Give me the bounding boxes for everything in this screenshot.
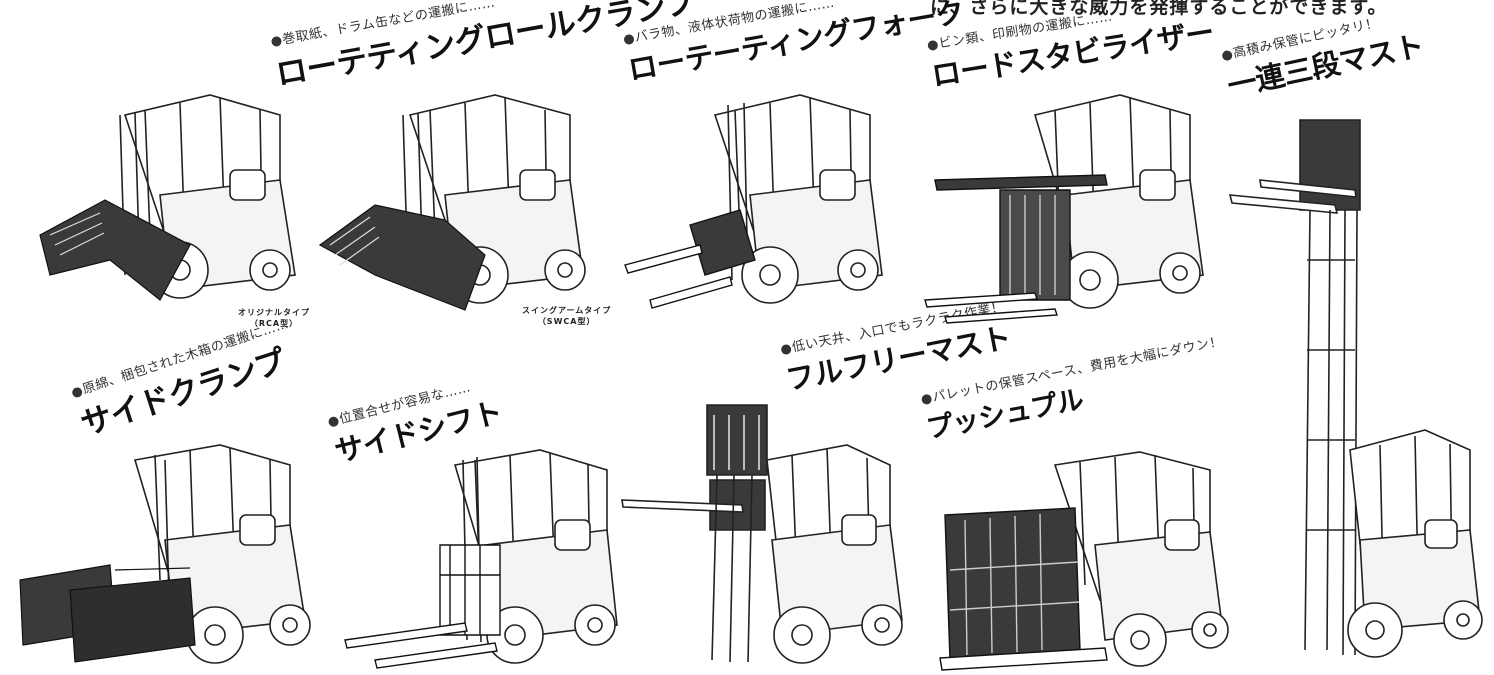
- forklift-side-shift-illustration: [345, 445, 620, 675]
- forklift-push-pull-illustration: [935, 450, 1225, 675]
- caption-triple-mast: ●高積み保管にピッタリ！ 一連三段マスト: [1219, 4, 1427, 105]
- forklift-roll-clamp-original-illustration: [30, 85, 310, 315]
- forklift-roll-clamp-swing-arm-illustration: [315, 85, 600, 315]
- type-label-name: オリジナルタイプ: [238, 308, 310, 317]
- forklift-full-free-mast-illustration: [622, 400, 907, 670]
- caption-side-clamp: ●原綿、梱包された木箱の運搬に…… サイドクランプ: [68, 313, 304, 444]
- forklift-side-clamp-illustration: [15, 440, 320, 675]
- forklift-rotating-fork-illustration: [620, 85, 895, 320]
- type-label-swing-arm: スイングアームタイプ （SWCA型）: [522, 305, 611, 327]
- intro-text-fragment: に、さらに大きな威力を発揮することができます。: [930, 0, 1388, 18]
- forklift-load-stabilizer-illustration: [925, 85, 1210, 325]
- type-label-name: スイングアームタイプ: [522, 306, 612, 315]
- type-label-model: （SWCA型）: [537, 317, 596, 326]
- type-label-model: （RCA型）: [249, 319, 299, 328]
- forklift-triple-stage-mast-illustration: [1225, 110, 1485, 670]
- type-label-original: オリジナルタイプ （RCA型）: [238, 307, 310, 329]
